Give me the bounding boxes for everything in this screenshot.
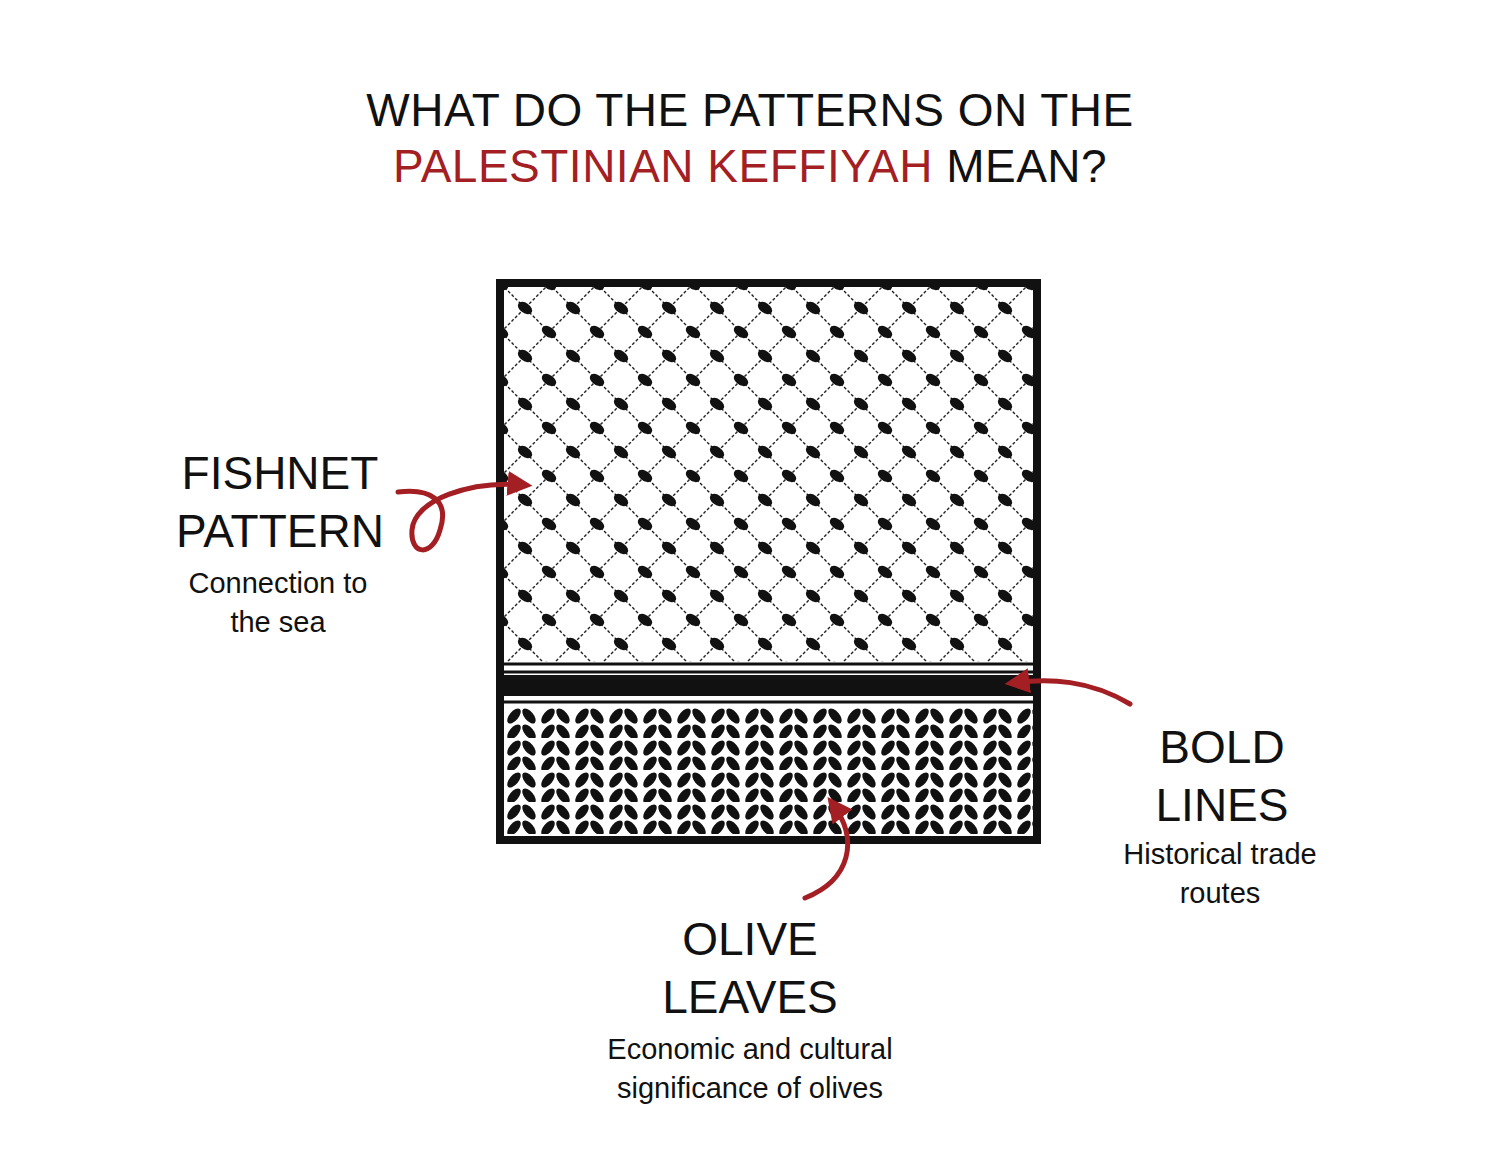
callout-heading: BOLD LINES <box>1156 718 1289 834</box>
callout-heading: OLIVE LEAVES <box>662 910 838 1026</box>
callout-note: Historical trade routes <box>1118 835 1323 913</box>
callout-heading: FISHNET PATTERN <box>176 444 384 560</box>
title: WHAT DO THE PATTERNS ON THEPALESTINIAN K… <box>250 82 1250 194</box>
callout-note: Economic and cultural significance of ol… <box>580 1030 920 1108</box>
callout-note: Connection to the sea <box>188 564 368 642</box>
